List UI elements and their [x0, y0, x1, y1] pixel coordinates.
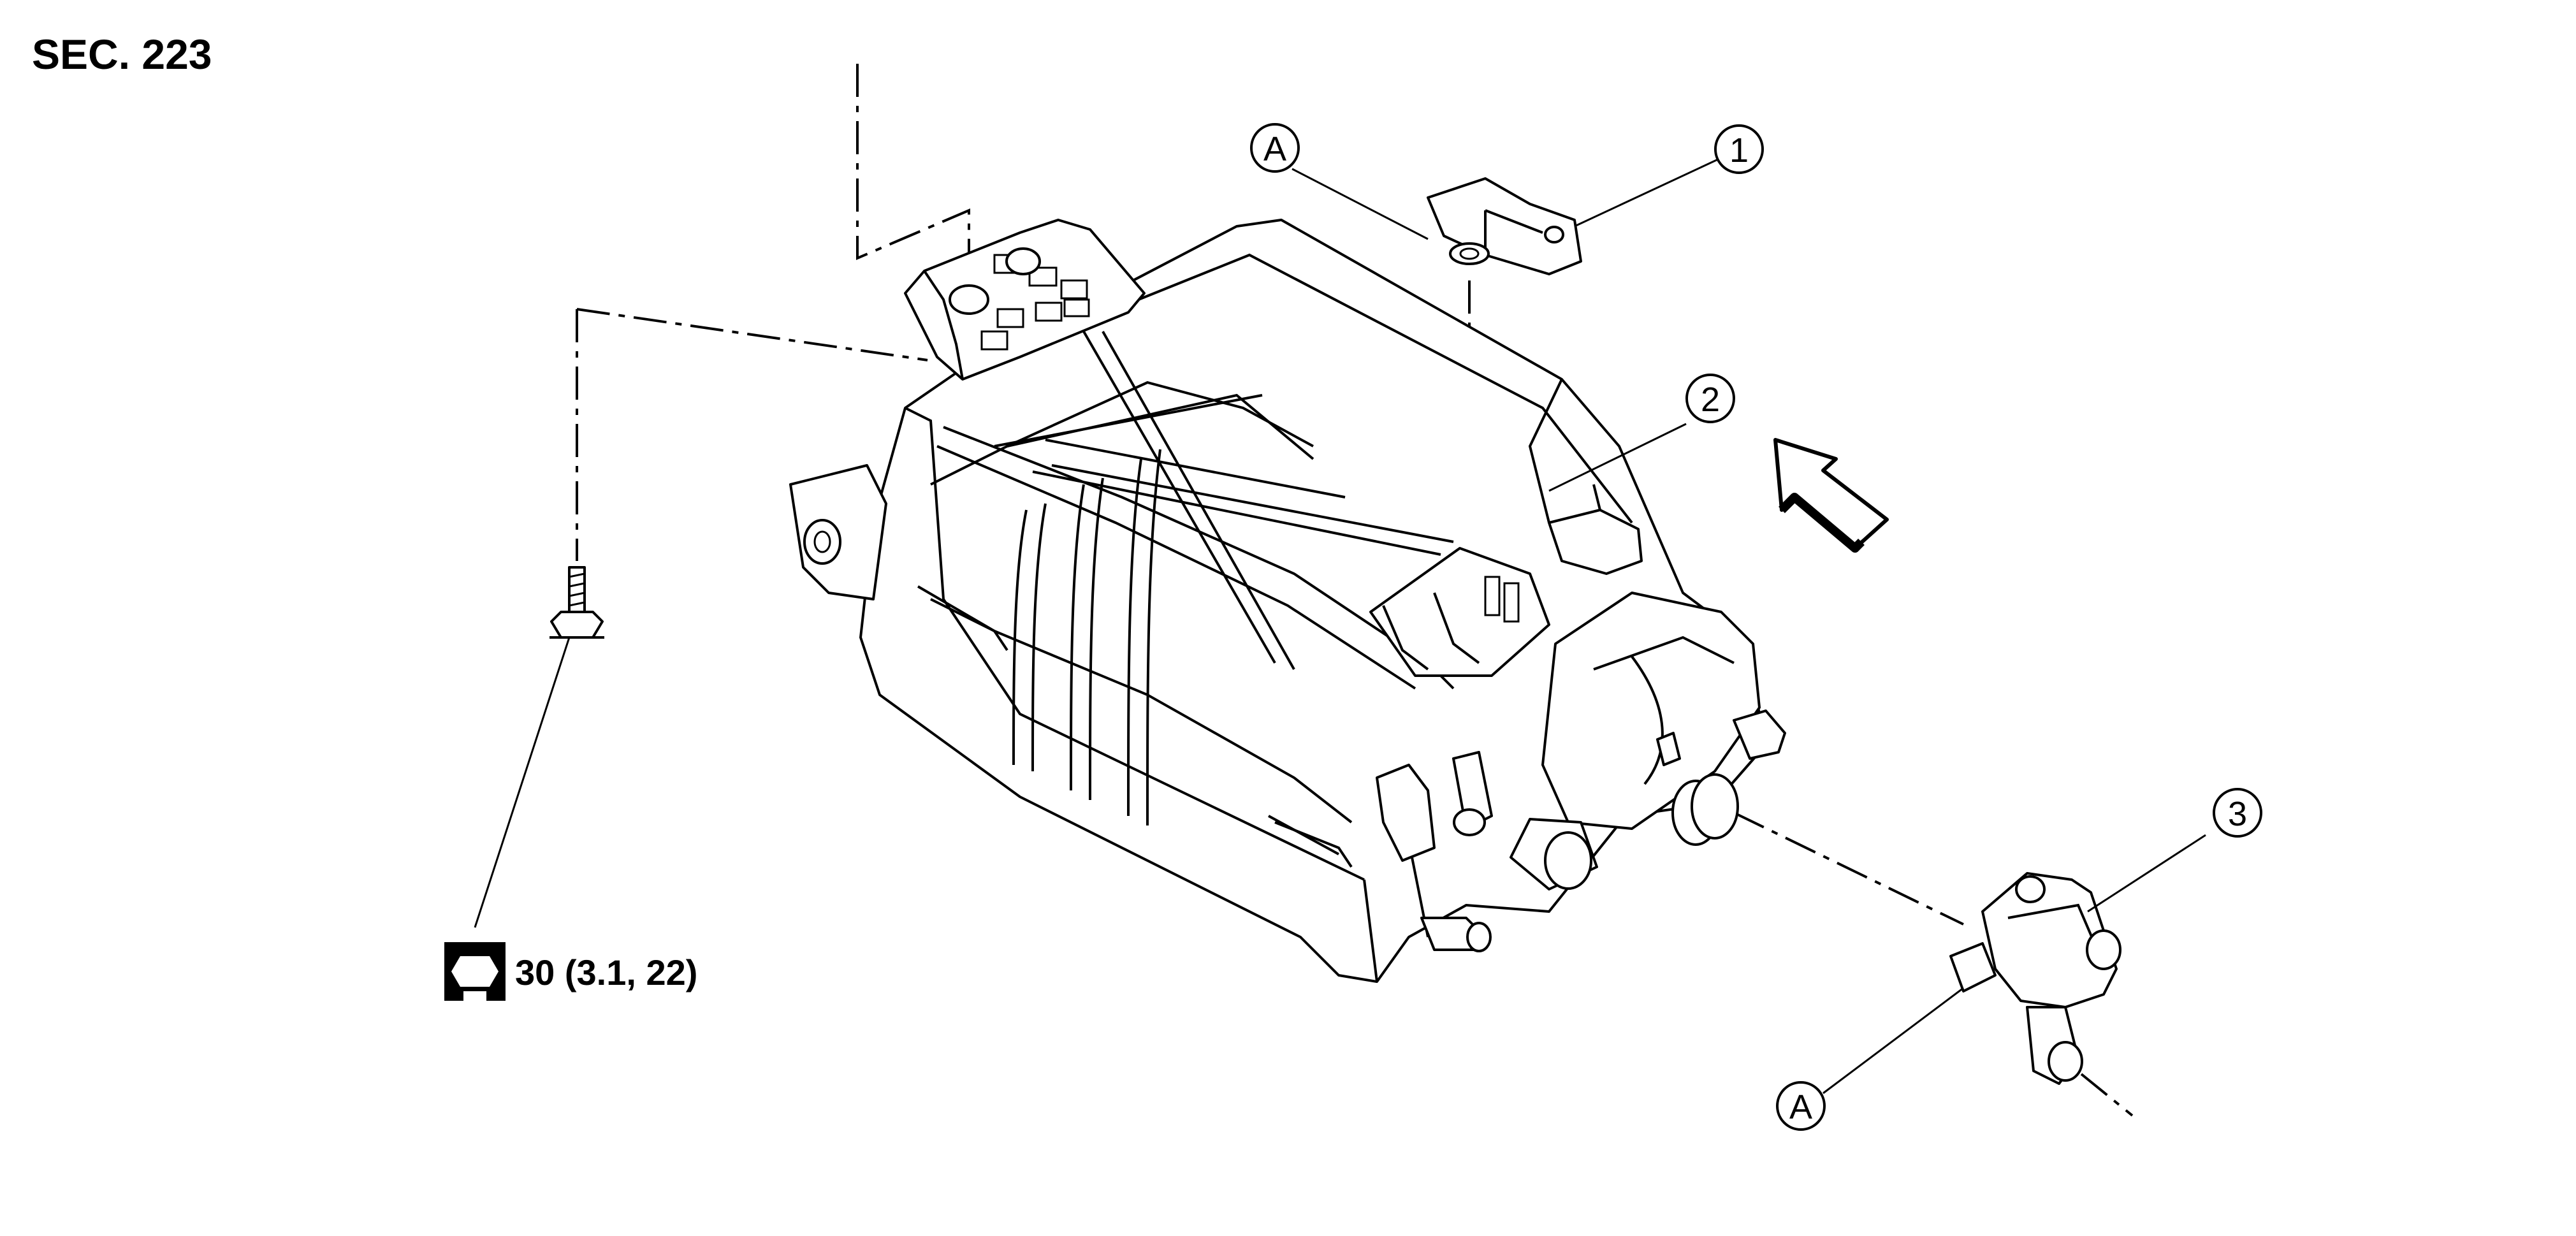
front-direction-arrow-icon [1773, 438, 1889, 553]
callout-a-bottom: A [1776, 1081, 1826, 1131]
canister-lower-bracket [1376, 751, 1493, 862]
svg-text:3: 3 [2228, 795, 2247, 833]
svg-text:1: 1 [1729, 131, 1749, 170]
svg-text:2: 2 [1701, 381, 1720, 419]
svg-text:A: A [1789, 1088, 1812, 1126]
leader-lines [474, 158, 2206, 1094]
callout-a-top: A [1250, 123, 1300, 173]
canister-purge-port [1369, 547, 1550, 677]
section-label: SEC. 223 [32, 31, 212, 78]
callout-1: 1 [1714, 124, 1764, 174]
component-3-vent-valve [1949, 872, 2121, 1085]
torque-wrench-icon [444, 942, 506, 1004]
canister-side-tab [789, 464, 887, 600]
evap-canister [859, 219, 1761, 983]
component-1-clip [1427, 177, 1582, 275]
canister-mounting-bracket [904, 219, 1146, 381]
callout-2: 2 [1685, 374, 1735, 423]
canister-end-cap [1420, 592, 1786, 952]
canister-mounting-bolt [549, 566, 604, 639]
torque-spec: 30 (3.1, 22) [515, 952, 697, 992]
svg-text:A: A [1263, 130, 1286, 168]
callout-3: 3 [2213, 788, 2262, 838]
canister-top-hose [1528, 379, 1643, 575]
